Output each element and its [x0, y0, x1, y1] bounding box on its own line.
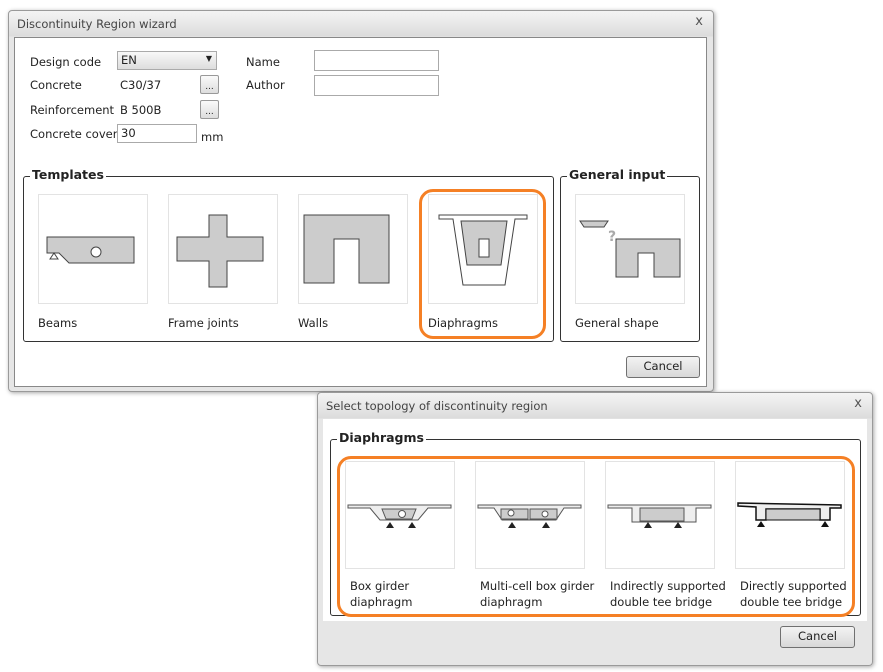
concrete-value: C30/37 [120, 78, 162, 92]
label-line2: diaphragm [350, 595, 413, 609]
template-diaphragms-label: Diaphragms [428, 316, 498, 330]
template-frame-joints[interactable] [168, 194, 278, 304]
template-walls-label: Walls [298, 316, 329, 330]
general-shape-icon: ? [579, 220, 681, 278]
templates-title: Templates [30, 167, 106, 182]
topology-title: Select topology of discontinuity region [326, 399, 548, 413]
chevron-down-icon: ▼ [205, 54, 212, 63]
box-girder-icon [347, 504, 452, 528]
reinforcement-browse-button[interactable]: ... [200, 100, 219, 119]
topology-cancel-button[interactable]: Cancel [780, 626, 855, 648]
label-line1: Box girder [350, 579, 410, 593]
template-beams[interactable] [38, 194, 148, 304]
indirect-double-tee-label: Indirectly supported double tee bridge [610, 578, 726, 610]
box-girder-label: Box girder diaphragm [350, 578, 412, 610]
indirect-double-tee-icon [607, 504, 712, 528]
frame-joint-icon [176, 214, 264, 288]
close-icon[interactable]: x [854, 396, 862, 411]
direct-double-tee-label: Directly supported double tee bridge [740, 578, 847, 610]
topology-multi-cell[interactable] [475, 461, 585, 569]
wizard-panel: Design code EN ▼ Concrete C30/37 ... Rein… [14, 37, 707, 387]
label-line1: Multi-cell box girder [480, 579, 595, 593]
label-line2: diaphragm [480, 595, 543, 609]
multi-cell-box-girder-icon [477, 504, 582, 528]
topology-box-girder[interactable] [345, 461, 455, 569]
beam-icon [46, 236, 135, 264]
template-walls[interactable] [298, 194, 408, 304]
general-shape-label: General shape [575, 316, 659, 330]
close-icon[interactable]: x [695, 14, 703, 29]
direct-double-tee-icon [737, 502, 842, 527]
reinforcement-value: B 500B [120, 103, 162, 117]
wizard-dialog: Discontinuity Region wizard x Design cod… [8, 10, 714, 392]
label-line1: Directly supported [740, 579, 847, 593]
cancel-button[interactable]: Cancel [626, 356, 700, 378]
topology-panel: Diaphragms Box girder diaphragm Multi-cel… [323, 419, 867, 621]
label-line2: double tee bridge [610, 595, 713, 609]
topology-indirect-double-tee[interactable] [605, 461, 715, 569]
diaphragms-group-title: Diaphragms [337, 430, 426, 445]
cover-label: Concrete cover [30, 127, 118, 141]
author-label: Author [246, 78, 285, 92]
reinforcement-label: Reinforcement [30, 103, 115, 117]
general-shape-tile[interactable]: ? [575, 194, 685, 304]
cover-unit: mm [201, 130, 224, 144]
name-label: Name [246, 55, 280, 69]
design-code-select[interactable]: EN ▼ [117, 51, 217, 70]
design-code-label: Design code [30, 55, 102, 69]
topology-direct-double-tee[interactable] [735, 461, 845, 569]
topology-dialog: Select topology of discontinuity region … [317, 392, 873, 666]
cover-input[interactable]: 30 [117, 124, 197, 143]
template-beams-label: Beams [38, 316, 78, 330]
author-input[interactable] [314, 75, 439, 96]
design-code-value: EN [121, 53, 137, 67]
general-input-title: General input [567, 167, 668, 182]
wizard-title: Discontinuity Region wizard [17, 17, 177, 31]
name-input[interactable] [314, 50, 439, 71]
diaphragm-icon [438, 214, 528, 286]
wall-icon [303, 214, 390, 284]
multi-cell-label: Multi-cell box girder diaphragm [480, 578, 594, 610]
label-line1: Indirectly supported [610, 579, 726, 593]
concrete-browse-button[interactable]: ... [200, 75, 219, 94]
label-line2: double tee bridge [740, 595, 843, 609]
templates-group: Templates [23, 167, 554, 342]
template-frame-joints-label: Frame joints [168, 316, 239, 330]
concrete-label: Concrete [30, 78, 82, 92]
general-input-group: General input [560, 167, 700, 342]
svg-text:?: ? [608, 229, 616, 245]
template-diaphragms[interactable] [428, 194, 538, 304]
